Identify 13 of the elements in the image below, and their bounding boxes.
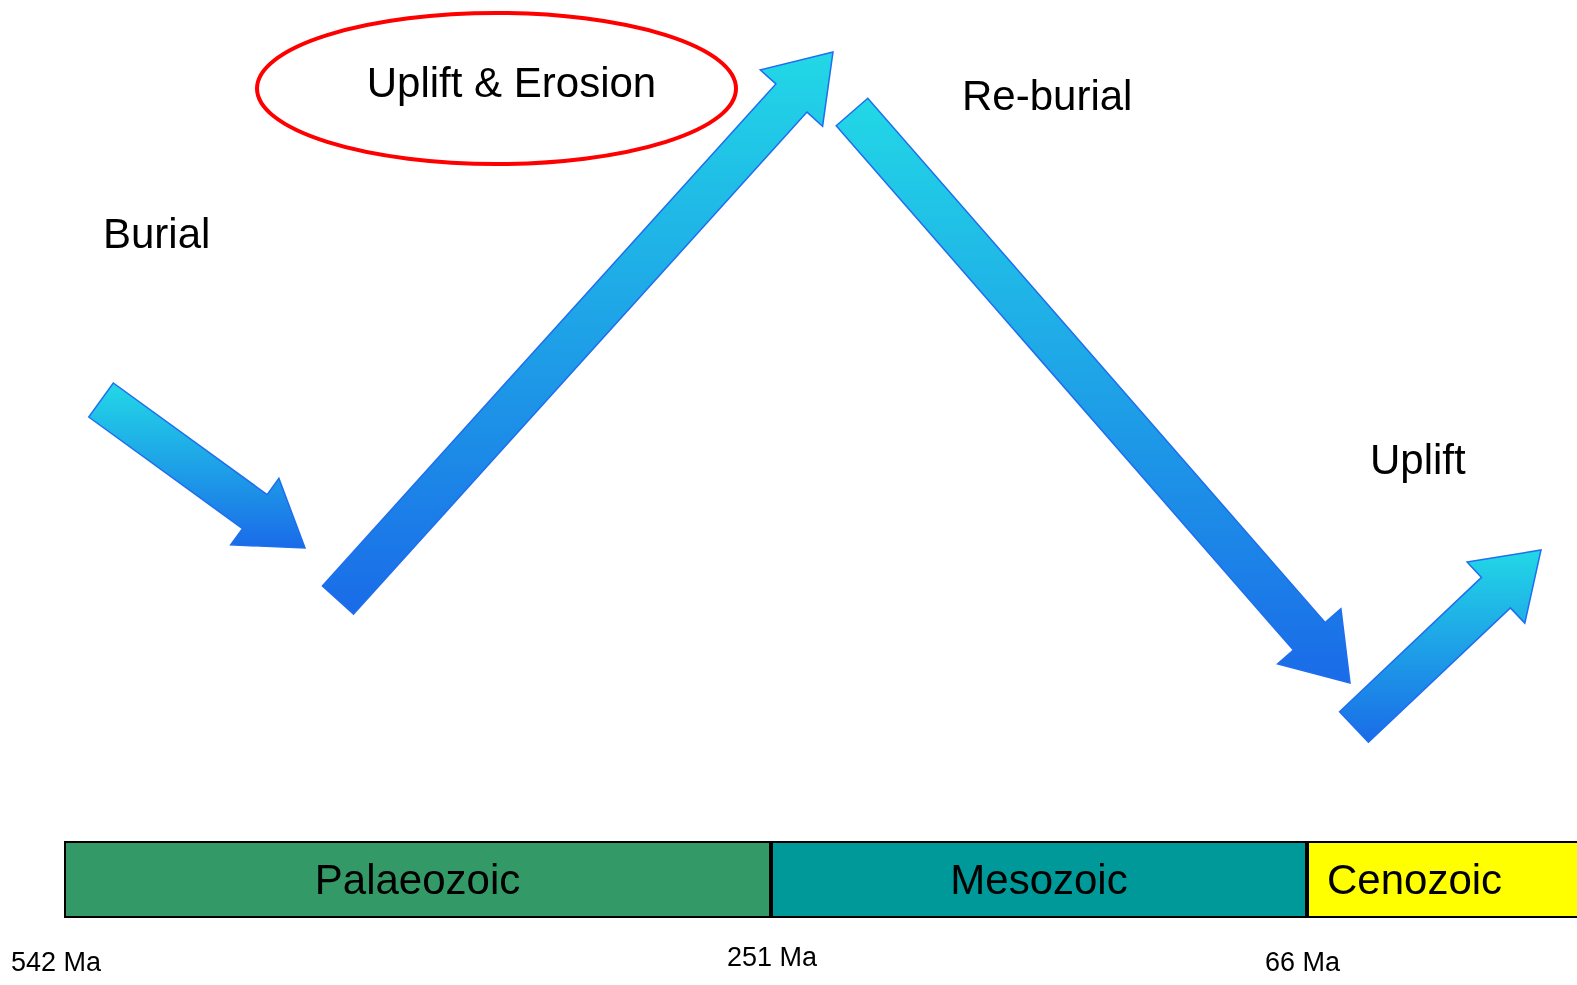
process-label: Burial bbox=[103, 210, 211, 258]
age-label: 542 Ma bbox=[11, 947, 102, 978]
era-name: Palaeozoic bbox=[314, 855, 521, 904]
age-label: 251 Ma bbox=[727, 942, 818, 973]
era-bar-segment bbox=[771, 841, 1307, 918]
process-label: Re-burial bbox=[962, 72, 1133, 120]
process-label: Uplift bbox=[1370, 436, 1466, 484]
era-bar-segment bbox=[1307, 841, 1577, 918]
era-name: Cenozoic bbox=[1327, 855, 1503, 904]
age-label: 66 Ma bbox=[1265, 947, 1341, 978]
era-bar-segment bbox=[64, 841, 771, 918]
era-name: Mesozoic bbox=[950, 855, 1128, 904]
highlighted-text: Uplift & Erosion bbox=[366, 58, 657, 107]
